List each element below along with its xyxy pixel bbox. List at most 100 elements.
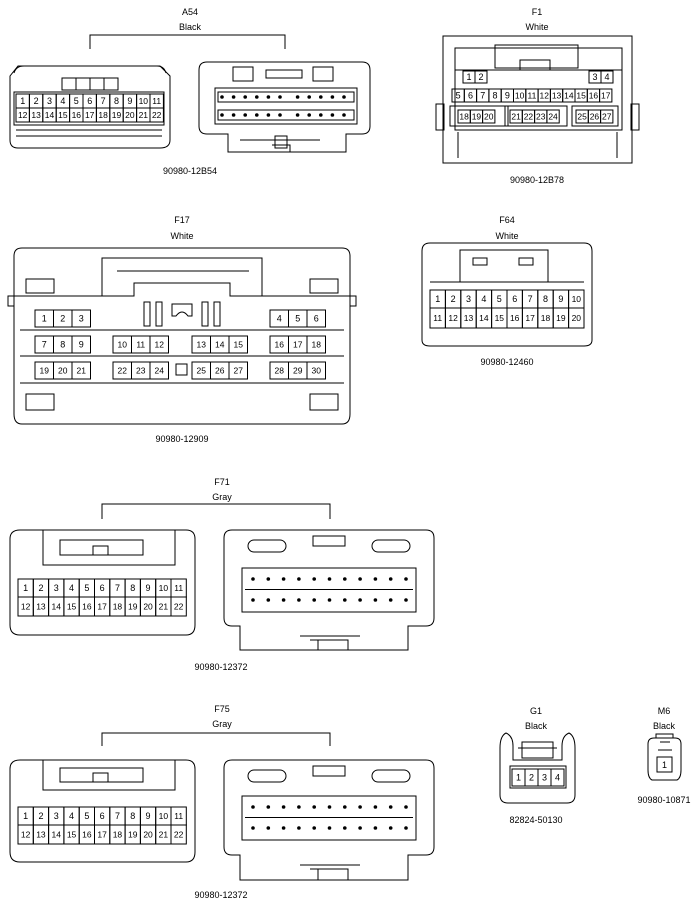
f1-pin: 9 bbox=[505, 91, 510, 101]
f1-pin: 19 bbox=[472, 112, 482, 122]
terminal-dot bbox=[358, 826, 362, 830]
f64-housing bbox=[421, 242, 593, 347]
terminal-dot bbox=[330, 113, 335, 117]
a54-pin: 1 bbox=[20, 96, 25, 106]
f75-pin: 2 bbox=[38, 811, 43, 821]
f71-pin: 20 bbox=[143, 602, 153, 612]
f64-pin: 20 bbox=[572, 313, 582, 323]
terminal-dot bbox=[388, 826, 393, 830]
terminal-dot bbox=[327, 826, 332, 830]
f64-pin: 1 bbox=[435, 294, 440, 304]
f17-pin: 21 bbox=[77, 366, 87, 376]
a54-pin: 22 bbox=[152, 110, 162, 120]
f1-pin: 8 bbox=[493, 91, 498, 101]
f71-pin: 7 bbox=[115, 583, 120, 593]
a54-code: A54 bbox=[181, 7, 198, 17]
f1-pin: 12 bbox=[540, 91, 550, 101]
f1-pin-box bbox=[600, 109, 614, 124]
f1-pin: 17 bbox=[601, 91, 611, 101]
f17-pin-box bbox=[71, 335, 91, 354]
f17-pin: 23 bbox=[136, 366, 146, 376]
connector-m6: 1 bbox=[647, 733, 682, 781]
f71-pin: 3 bbox=[54, 583, 59, 593]
f1-pin: 10 bbox=[515, 91, 525, 101]
f64-pin: 10 bbox=[572, 294, 582, 304]
f75-code: F75 bbox=[214, 704, 230, 714]
a54-pin: 6 bbox=[87, 96, 92, 106]
f1-pin-box bbox=[482, 109, 496, 124]
g1-color: Black bbox=[524, 721, 547, 731]
f64-pin: 11 bbox=[433, 313, 442, 323]
f1-pin: 27 bbox=[602, 112, 612, 122]
a54-pin: 18 bbox=[98, 110, 108, 120]
f75-pin: 14 bbox=[52, 830, 62, 840]
terminal-dot bbox=[388, 805, 393, 809]
f75-pin: 12 bbox=[21, 830, 31, 840]
g1-pin: 2 bbox=[529, 773, 534, 783]
f64-pin: 2 bbox=[451, 294, 456, 304]
f64-pin: 3 bbox=[466, 294, 471, 304]
f17-pin: 18 bbox=[312, 340, 322, 350]
f17-pin: 19 bbox=[40, 366, 50, 376]
a54-pin: 10 bbox=[139, 96, 149, 106]
terminal-dot bbox=[312, 805, 317, 809]
f64-code: F64 bbox=[499, 215, 515, 225]
f17-housing bbox=[13, 247, 351, 425]
f17-pin-box bbox=[306, 335, 326, 354]
terminal-dot bbox=[254, 113, 259, 117]
a54-pin: 12 bbox=[18, 110, 28, 120]
f75-color: Gray bbox=[212, 719, 232, 729]
f17-pin: 1 bbox=[42, 314, 47, 324]
f17-pin-box bbox=[228, 335, 248, 354]
f64-pin: 13 bbox=[464, 313, 474, 323]
f75-pin: 19 bbox=[128, 830, 138, 840]
f1-pin: 22 bbox=[524, 112, 534, 122]
f17-color: White bbox=[170, 231, 194, 241]
g1-pin: 1 bbox=[516, 773, 521, 783]
a54-pin: 4 bbox=[60, 96, 65, 106]
f1-pin: 21 bbox=[511, 112, 521, 122]
f75-pin: 21 bbox=[159, 830, 169, 840]
f71-pin: 4 bbox=[69, 583, 74, 593]
f1-pin: 16 bbox=[589, 91, 599, 101]
f71-pin: 12 bbox=[21, 602, 31, 612]
f1-pin: 14 bbox=[564, 91, 574, 101]
a54-pin: 17 bbox=[85, 110, 95, 120]
f1-color: White bbox=[525, 22, 549, 32]
f1-pin: 15 bbox=[576, 91, 586, 101]
f1-pin: 11 bbox=[528, 91, 537, 101]
a54-housing bbox=[9, 65, 171, 149]
f71-pin: 14 bbox=[52, 602, 62, 612]
f64-part: 90980-12460 bbox=[480, 357, 534, 367]
f75-pin: 15 bbox=[67, 830, 77, 840]
f17-pin: 17 bbox=[293, 340, 303, 350]
f64-pin: 8 bbox=[543, 294, 548, 304]
f64-pin: 16 bbox=[510, 313, 520, 323]
f1-part: 90980-12B78 bbox=[509, 175, 565, 185]
a54-pin: 8 bbox=[114, 96, 119, 106]
m6-part: 90980-10871 bbox=[637, 795, 691, 805]
f17-pin: 4 bbox=[277, 314, 282, 324]
a54-pin: 14 bbox=[45, 110, 55, 120]
f17-pin: 3 bbox=[79, 314, 84, 324]
f64-pin: 18 bbox=[541, 313, 551, 323]
f71-part: 90980-12372 bbox=[194, 662, 248, 672]
f17-pin: 22 bbox=[118, 366, 128, 376]
a54-pin: 13 bbox=[31, 110, 41, 120]
f17-pin-box bbox=[71, 361, 91, 380]
f64-pin: 14 bbox=[479, 313, 489, 323]
f75-pin: 16 bbox=[82, 830, 92, 840]
terminal-dot bbox=[342, 95, 346, 99]
f1-pin-box bbox=[599, 88, 613, 103]
f75-pin: 7 bbox=[115, 811, 120, 821]
terminal-dot bbox=[342, 113, 346, 117]
terminal-dot bbox=[373, 577, 378, 581]
terminal-dot bbox=[373, 826, 378, 830]
f75-pin: 9 bbox=[146, 811, 151, 821]
m6-color: Black bbox=[652, 721, 675, 731]
terminal-dot bbox=[278, 95, 282, 99]
f71-pin: 6 bbox=[100, 583, 105, 593]
f17-pin: 25 bbox=[197, 366, 207, 376]
